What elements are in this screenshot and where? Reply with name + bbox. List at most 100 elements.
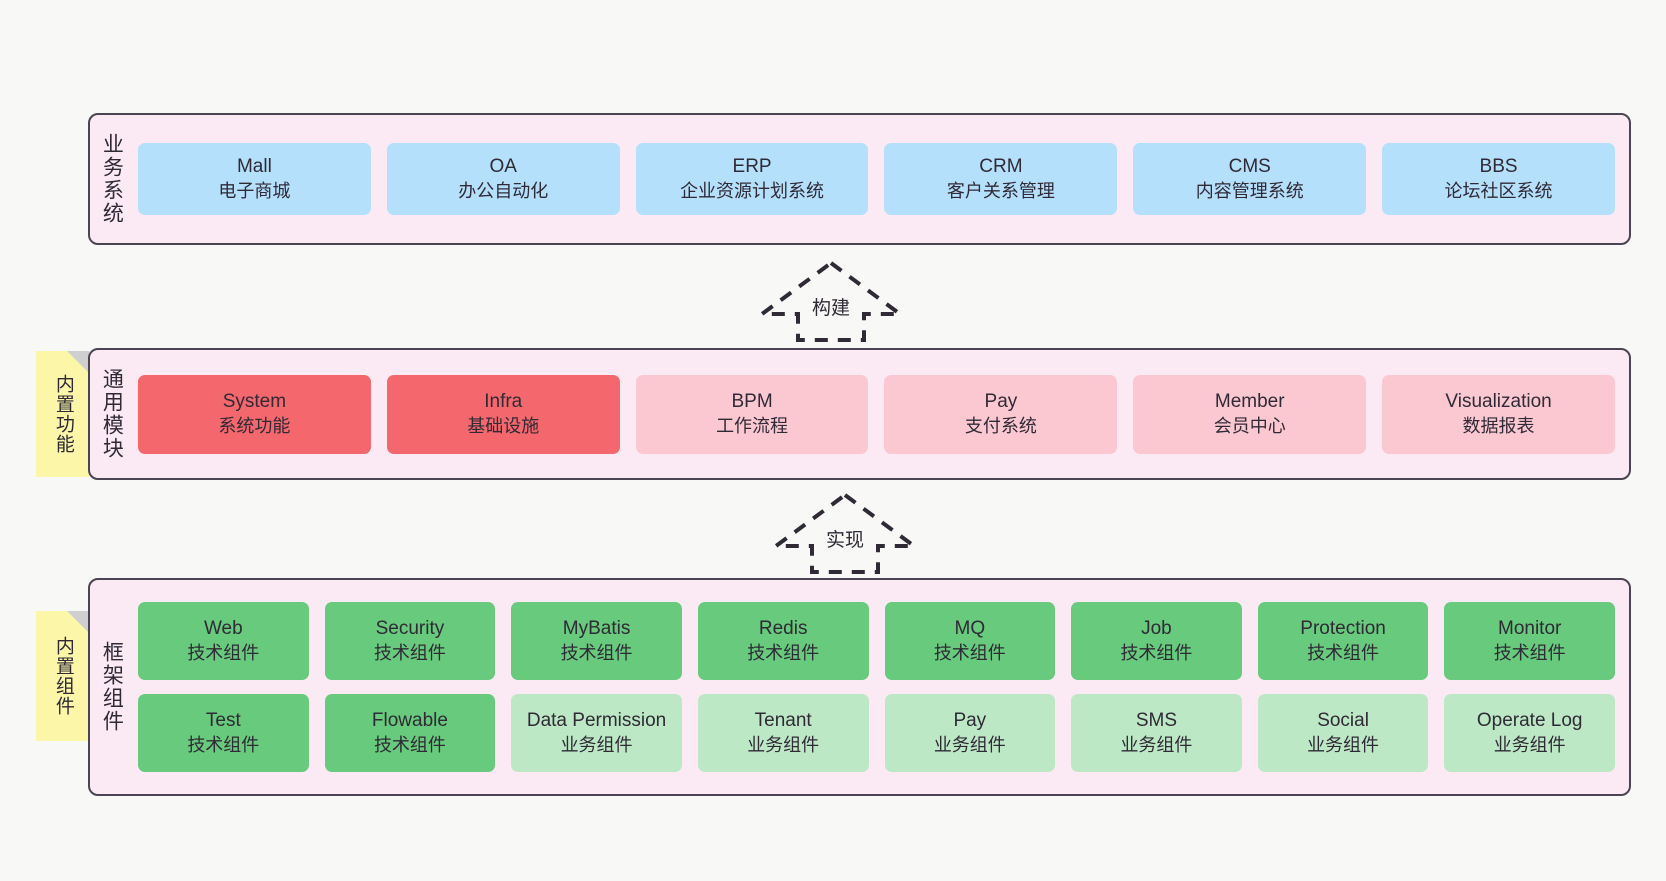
box-protection[interactable]: Protection 技术组件 xyxy=(1257,602,1429,680)
layer-title-business: 业务系统 xyxy=(100,133,124,225)
box-subtitle: 技术组件 xyxy=(187,734,260,755)
box-subtitle: 技术组件 xyxy=(187,642,260,663)
box-row: Mall 电子商城 OA 办公自动化 ERP 企业资源计划系统 CRM 客户关系… xyxy=(138,143,1615,215)
box-subtitle: 业务组件 xyxy=(1493,734,1566,755)
layer-body-common: System 系统功能 Infra 基础设施 BPM 工作流程 Pay 支付系统… xyxy=(132,350,1629,478)
box-oa[interactable]: OA 办公自动化 xyxy=(386,143,620,215)
box-crm[interactable]: CRM 客户关系管理 xyxy=(884,143,1118,215)
box-title: Mall xyxy=(236,156,272,178)
note-fold-corner-icon xyxy=(67,351,89,373)
layer-body-business: Mall 电子商城 OA 办公自动化 ERP 企业资源计划系统 CRM 客户关系… xyxy=(132,115,1629,243)
box-title: SMS xyxy=(1135,710,1178,732)
box-mall[interactable]: Mall 电子商城 xyxy=(138,143,371,215)
box-row-business: Test 技术组件 Flowable 技术组件 Data Permission … xyxy=(138,694,1615,772)
layer-framework-component: 框架组件 Web 技术组件 Security 技术组件 MyBatis 技术组件… xyxy=(88,578,1631,796)
box-subtitle: 业务组件 xyxy=(1120,734,1193,755)
box-subtitle: 技术组件 xyxy=(1307,642,1380,663)
box-title: BBS xyxy=(1479,156,1518,178)
box-mybatis[interactable]: MyBatis 技术组件 xyxy=(511,602,682,680)
box-title: System xyxy=(222,391,287,413)
connector-label-build: 构建 xyxy=(809,293,853,320)
box-title: Flowable xyxy=(371,710,448,732)
box-security[interactable]: Security 技术组件 xyxy=(324,602,496,680)
box-flowable[interactable]: Flowable 技术组件 xyxy=(324,694,496,772)
box-subtitle: 会员中心 xyxy=(1213,415,1286,436)
box-subtitle: 技术组件 xyxy=(933,642,1006,663)
box-web[interactable]: Web 技术组件 xyxy=(138,602,309,680)
box-title: Job xyxy=(1141,618,1172,640)
box-visualization[interactable]: Visualization 数据报表 xyxy=(1382,374,1615,454)
box-title: Tenant xyxy=(754,710,812,732)
box-job[interactable]: Job 技术组件 xyxy=(1071,602,1242,680)
box-title: ERP xyxy=(732,156,772,178)
box-subtitle: 企业资源计划系统 xyxy=(680,180,825,201)
layer-body-framework: Web 技术组件 Security 技术组件 MyBatis 技术组件 Redi… xyxy=(132,580,1629,794)
box-row: System 系统功能 Infra 基础设施 BPM 工作流程 Pay 支付系统… xyxy=(138,374,1615,454)
box-title: CRM xyxy=(979,156,1023,178)
box-social[interactable]: Social 业务组件 xyxy=(1257,694,1429,772)
box-title: Test xyxy=(205,710,241,732)
sticky-note-label: 内置功能 xyxy=(52,374,74,454)
box-data-permission[interactable]: Data Permission 业务组件 xyxy=(511,694,682,772)
sticky-note-builtin-function: 内置功能 xyxy=(36,351,89,477)
box-title: Operate Log xyxy=(1476,710,1583,732)
box-pay-module[interactable]: Pay 支付系统 xyxy=(884,374,1118,454)
box-member[interactable]: Member 会员中心 xyxy=(1133,374,1367,454)
layer-common-module: 通用模块 System 系统功能 Infra 基础设施 BPM 工作流程 Pay… xyxy=(88,348,1631,480)
box-subtitle: 技术组件 xyxy=(373,734,446,755)
box-title: Security xyxy=(375,618,445,640)
box-subtitle: 内容管理系统 xyxy=(1195,180,1304,201)
box-title: Web xyxy=(203,618,243,640)
box-title: BPM xyxy=(731,391,773,413)
box-title: Social xyxy=(1317,710,1369,732)
box-subtitle: 论坛社区系统 xyxy=(1444,180,1553,201)
box-redis[interactable]: Redis 技术组件 xyxy=(697,602,869,680)
connector-build-arrow: 构建 xyxy=(755,258,907,344)
box-subtitle: 系统功能 xyxy=(218,415,291,436)
box-bpm[interactable]: BPM 工作流程 xyxy=(635,374,869,454)
box-title: Visualization xyxy=(1445,391,1552,413)
box-subtitle: 客户关系管理 xyxy=(946,180,1055,201)
box-subtitle: 支付系统 xyxy=(964,415,1037,436)
box-subtitle: 工作流程 xyxy=(716,415,789,436)
box-subtitle: 技术组件 xyxy=(1493,642,1566,663)
box-tenant[interactable]: Tenant 业务组件 xyxy=(697,694,869,772)
box-infra[interactable]: Infra 基础设施 xyxy=(386,374,620,454)
box-cms[interactable]: CMS 内容管理系统 xyxy=(1133,143,1367,215)
box-subtitle: 技术组件 xyxy=(560,642,633,663)
box-title: MyBatis xyxy=(562,618,631,640)
box-subtitle: 办公自动化 xyxy=(458,180,549,201)
box-subtitle: 技术组件 xyxy=(747,642,820,663)
connector-label-implement: 实现 xyxy=(823,525,867,552)
box-subtitle: 数据报表 xyxy=(1462,415,1535,436)
box-title: CMS xyxy=(1228,156,1271,178)
box-sms[interactable]: SMS 业务组件 xyxy=(1071,694,1242,772)
box-title: Infra xyxy=(484,391,523,413)
box-subtitle: 技术组件 xyxy=(373,642,446,663)
sticky-note-builtin-component: 内置组件 xyxy=(36,611,89,741)
box-title: Pay xyxy=(953,710,987,732)
box-erp[interactable]: ERP 企业资源计划系统 xyxy=(635,143,869,215)
box-system[interactable]: System 系统功能 xyxy=(138,374,371,454)
box-title: MQ xyxy=(954,618,986,640)
note-fold-corner-icon xyxy=(67,611,89,633)
box-bbs[interactable]: BBS 论坛社区系统 xyxy=(1382,143,1615,215)
box-pay-component[interactable]: Pay 业务组件 xyxy=(884,694,1056,772)
box-subtitle: 业务组件 xyxy=(933,734,1006,755)
box-subtitle: 业务组件 xyxy=(560,734,633,755)
box-subtitle: 基础设施 xyxy=(467,415,540,436)
box-row-technical: Web 技术组件 Security 技术组件 MyBatis 技术组件 Redi… xyxy=(138,602,1615,680)
box-title: Pay xyxy=(984,391,1018,413)
box-mq[interactable]: MQ 技术组件 xyxy=(884,602,1056,680)
box-title: OA xyxy=(489,156,517,178)
layer-business-system: 业务系统 Mall 电子商城 OA 办公自动化 ERP 企业资源计划系统 CRM… xyxy=(88,113,1631,245)
box-title: Data Permission xyxy=(526,710,667,732)
box-title: Monitor xyxy=(1498,618,1562,640)
box-subtitle: 技术组件 xyxy=(1120,642,1193,663)
box-title: Member xyxy=(1214,391,1285,413)
box-subtitle: 业务组件 xyxy=(747,734,820,755)
box-operate-log[interactable]: Operate Log 业务组件 xyxy=(1444,694,1615,772)
box-test[interactable]: Test 技术组件 xyxy=(138,694,309,772)
box-monitor[interactable]: Monitor 技术组件 xyxy=(1444,602,1615,680)
